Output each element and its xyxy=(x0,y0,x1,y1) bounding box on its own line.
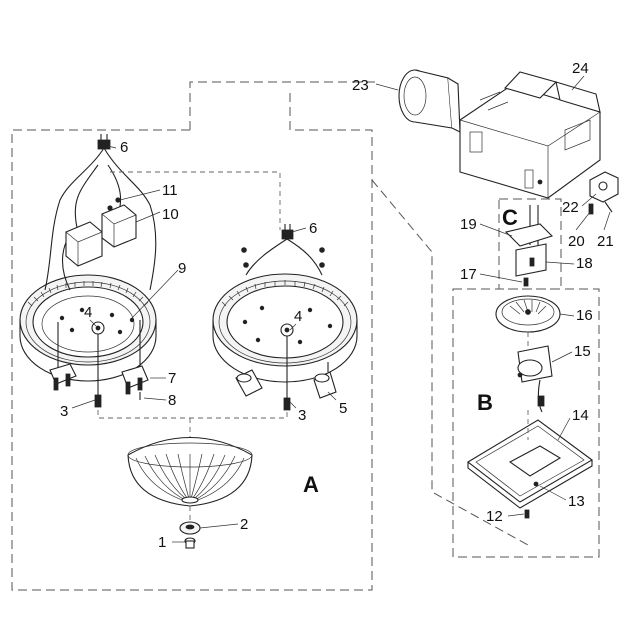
callout-20: 20 xyxy=(568,233,585,250)
left-lamp-sockets xyxy=(49,363,149,400)
callout-3-left: 3 xyxy=(60,403,68,420)
section-a-guides xyxy=(97,171,288,440)
callout-21: 21 xyxy=(597,233,614,250)
callout-24: 24 xyxy=(572,60,589,77)
callout-6-right: 6 xyxy=(309,220,317,237)
section-label-c: C xyxy=(502,205,518,230)
callout-12: 12 xyxy=(486,508,503,525)
bracket-assembly xyxy=(504,205,554,287)
callout-8: 8 xyxy=(168,392,176,409)
section-label-b: B xyxy=(477,390,493,415)
callout-numbers: 1 2 3 3 4 4 5 6 6 7 8 9 10 11 12 13 14 1… xyxy=(60,60,614,551)
fan-housing xyxy=(459,71,601,199)
callout-5: 5 xyxy=(339,400,347,417)
callout-7: 7 xyxy=(168,370,176,387)
blower-wheel xyxy=(495,295,561,333)
right-light-pan xyxy=(212,273,358,411)
callout-10: 10 xyxy=(162,206,179,223)
leader-lines xyxy=(71,75,611,543)
section-label-a: A xyxy=(303,472,319,497)
glass-dome xyxy=(127,436,253,507)
callout-22: 22 xyxy=(562,199,579,216)
fan-motor xyxy=(517,332,553,413)
right-wiring xyxy=(241,224,325,276)
callout-9: 9 xyxy=(178,260,186,277)
callout-11: 11 xyxy=(162,182,178,199)
callout-1: 1 xyxy=(158,534,166,551)
callout-4-left: 4 xyxy=(84,304,92,321)
section-c-frame xyxy=(498,198,562,290)
callout-3-right: 3 xyxy=(298,407,306,424)
callout-18: 18 xyxy=(576,255,593,272)
junction-box xyxy=(588,171,619,215)
callout-15: 15 xyxy=(574,343,591,360)
callout-19: 19 xyxy=(460,216,477,233)
duct-connector xyxy=(398,69,461,133)
right-lamps xyxy=(235,362,337,399)
callout-17: 17 xyxy=(460,266,477,283)
left-wiring xyxy=(44,134,157,291)
connector-lines xyxy=(189,81,529,546)
callout-2: 2 xyxy=(240,516,248,533)
callout-4-right: 4 xyxy=(294,308,302,325)
grille-screw xyxy=(524,509,530,519)
callout-13: 13 xyxy=(568,493,585,510)
section-letters: A B C xyxy=(303,205,518,497)
callout-16: 16 xyxy=(576,307,593,324)
callout-6-left: 6 xyxy=(120,139,128,156)
section-a-frame xyxy=(11,129,373,591)
callout-23: 23 xyxy=(352,77,369,94)
left-light-pan xyxy=(19,274,157,408)
callout-14: 14 xyxy=(572,407,589,424)
grille-plate xyxy=(467,410,593,509)
